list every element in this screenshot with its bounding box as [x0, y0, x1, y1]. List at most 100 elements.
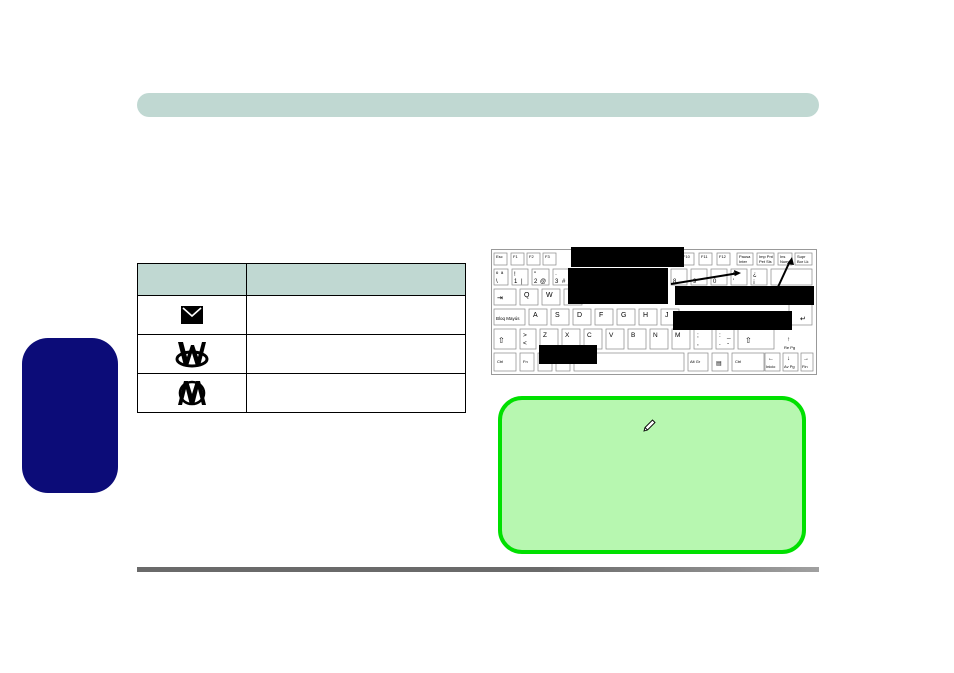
key-0-label: 0 [713, 279, 717, 285]
icon-cell [137, 373, 247, 413]
table-row [137, 373, 466, 413]
key-inv-exclaim-label: ¡ [753, 279, 755, 285]
tab-arrow-icon: ⇥ [497, 295, 503, 302]
key-fin-label: Fin [802, 364, 808, 369]
callout-box [539, 345, 597, 364]
arrow-down-icon: ↓ [787, 356, 790, 362]
key-1-shift-label: ! [514, 272, 516, 278]
callout-arrowhead [787, 257, 794, 265]
key-v-label: V [609, 332, 614, 339]
description-cell [246, 334, 466, 374]
key-backslash-label: \ [496, 279, 498, 285]
pencil-icon [643, 419, 656, 432]
key-av-pg-label: Av Pg [784, 364, 795, 369]
key-esc-label: Esc [496, 254, 503, 259]
callout-box [571, 247, 684, 267]
key-hyphen-label: - [727, 340, 729, 347]
key-s-label: S [555, 312, 560, 319]
key-ordinal-label: º [496, 271, 499, 278]
key-f12-label: F12 [719, 254, 727, 259]
key-f3-label: F3 [545, 254, 550, 259]
key-a-label: A [533, 312, 538, 319]
key-period-label: . [719, 340, 721, 347]
description-column-header [246, 263, 466, 296]
callout-arrowhead [734, 270, 741, 276]
footer-rule [137, 567, 819, 572]
key-2-label: 2 [534, 279, 538, 285]
key-x-label: X [565, 332, 570, 339]
key-n-label: N [653, 332, 658, 339]
key-h-label: H [643, 312, 648, 319]
key-colon-label: : [719, 332, 721, 339]
icon-table [137, 263, 466, 413]
key-1-label: 1 [514, 279, 518, 285]
key-3-shift-label: · [555, 272, 557, 278]
key-f1-label: F1 [513, 254, 518, 259]
key-inicio-label: Inicio [766, 364, 776, 369]
key-z-label: Z [543, 332, 547, 339]
key-j-label: J [665, 312, 669, 319]
key-inter-label: Inter [739, 259, 748, 264]
key-f-label: F [599, 312, 603, 319]
callout-pointer-line [777, 260, 791, 288]
shift-left-icon: ⇧ [498, 336, 505, 345]
key-pet-sis-label: Pet Sis [759, 259, 772, 264]
shift-right-icon: ⇧ [745, 336, 752, 345]
key-ctrl-left-label: Ctrl [497, 359, 503, 364]
key-row-4 [493, 308, 680, 326]
key-f11-label: F11 [701, 254, 708, 259]
key-num-label: Num [780, 259, 789, 264]
arrow-up-icon: ↑ [787, 337, 790, 343]
key-9-label: 9 [693, 279, 697, 285]
key-f10-label: F10 [683, 254, 691, 259]
arrow-right-icon: → [803, 356, 809, 362]
key-b-label: B [631, 332, 635, 339]
description-cell [246, 295, 466, 335]
key-underscore-label: _ [726, 332, 731, 339]
key-pausa-label: Pausa [739, 254, 751, 259]
enter-arrow-icon: ↵ [800, 316, 806, 323]
icon-cell [137, 334, 247, 374]
key-supr-label: Supr [797, 254, 806, 259]
callout-box [568, 268, 668, 304]
key-fn-label: Fn [523, 359, 528, 364]
menu-key-icon: ▤ [716, 361, 722, 367]
key-imp-pnt-label: Imp Pnt [759, 254, 774, 259]
key-greater-label: > [523, 332, 527, 339]
key-m-label: M [675, 332, 680, 339]
key-3-altgr-label: # [562, 279, 566, 285]
callout-pointer-line [670, 272, 740, 285]
icon-cell [137, 295, 247, 335]
header-bar [137, 93, 819, 117]
key-ordinal-shift-label: ª [501, 271, 504, 278]
key-ctrl-right-label: Ctrl [735, 359, 741, 364]
key-1-altgr-label: | [521, 279, 523, 285]
key-inv-question-label: ¿ [753, 272, 757, 278]
key-8-label: 8 [673, 279, 677, 285]
key-f2-label: F2 [529, 254, 534, 259]
key-d-label: D [577, 312, 582, 319]
key-w-label: W [546, 292, 553, 299]
key-c-label: C [587, 332, 592, 339]
note-box [498, 396, 806, 554]
envelope-icon [181, 306, 203, 324]
key-2-shift-label: " [534, 272, 536, 278]
key-less-label: < [523, 340, 527, 347]
key-re-pg-label: Re Pg [784, 345, 795, 350]
key-3-label: 3 [555, 279, 559, 285]
callout-box [675, 286, 814, 305]
m-logo-icon [178, 380, 206, 406]
key-alt-gr-label: Alt Gr [690, 359, 701, 364]
key-g-label: G [621, 312, 626, 319]
key-ins-label: Ins [780, 254, 785, 259]
callout-box [673, 311, 792, 330]
icon-table-header-row [137, 263, 466, 296]
table-row [137, 334, 466, 374]
w-logo-icon [175, 342, 209, 368]
table-row [137, 295, 466, 335]
key-q-label: Q [524, 292, 530, 299]
key-comma-label: , [697, 340, 699, 347]
arrow-left-icon: ← [768, 356, 774, 362]
key-bloq-mayus-label: Bloq Mayús [496, 316, 520, 321]
description-cell [246, 373, 466, 413]
